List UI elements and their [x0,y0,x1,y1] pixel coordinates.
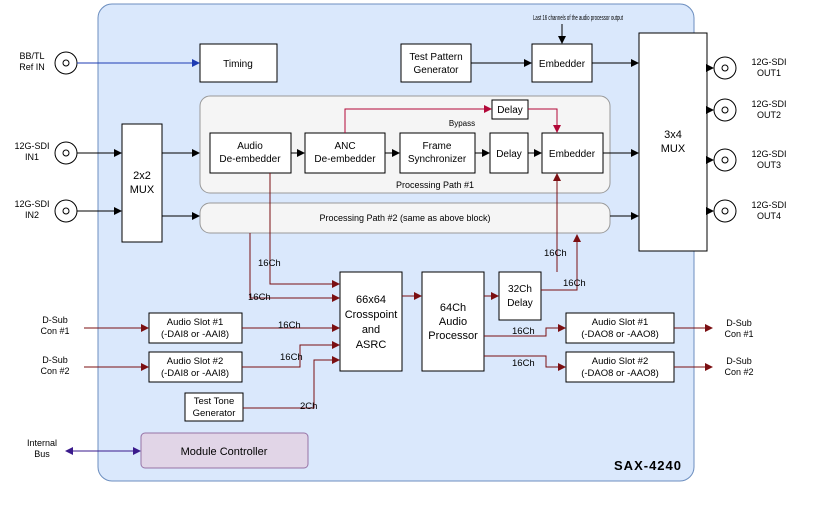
bnc-out2 [713,98,737,122]
channel-label-16ch-embed: 16Ch [544,248,567,259]
embedder-top-block: Embedder [531,43,593,83]
svg-text:Audio Slot #2(-DAO8 or -AAO8): Audio Slot #2(-DAO8 or -AAO8) [581,356,659,379]
processing-path-1-label: Processing Path #1 [396,180,474,190]
svg-text:Module Controller: Module Controller [181,446,268,458]
svg-text:Delay: Delay [497,105,523,116]
channel-label-2ch-tone: 2Ch [300,401,317,412]
svg-text:Timing: Timing [223,59,253,70]
audio-slot-out2-block: Audio Slot #2(-DAO8 or -AAO8) [565,351,675,383]
svg-text:Audio Slot #2(-DAI8 or -AAI8): Audio Slot #2(-DAI8 or -AAI8) [161,356,229,379]
delay-block: Delay [489,132,529,174]
svg-text:Embedder: Embedder [539,59,586,70]
device-title: SAX-4240 [614,458,682,473]
processing-path-2-label: Processing Path #2 (same as above block) [319,213,490,223]
channel-label-16ch-out1: 16Ch [512,326,535,337]
channel-label-16ch-path2: 16Ch [248,292,271,303]
audio-slot-out1-block: Audio Slot #1(-DAO8 or -AAO8) [565,312,675,344]
channel-label-16ch-delay: 16Ch [563,278,586,289]
video-connections [77,24,714,220]
module-controller-block: Module Controller [140,432,309,469]
channel-label-16ch-slot2: 16Ch [280,352,303,363]
bnc-in1 [54,141,78,165]
channel-label-16ch-deembed: 16Ch [258,258,281,269]
channel-label-16ch-slot1: 16Ch [278,320,301,331]
svg-text:Delay: Delay [496,149,522,160]
bnc-out1 [713,56,737,80]
audio-slot-in2-block: Audio Slot #2(-DAI8 or -AAI8) [148,351,243,383]
svg-text:Embedder: Embedder [549,149,596,160]
bnc-ref-in [54,51,78,75]
delay-bypass-block: Delay [491,99,529,120]
processing-path-2 [199,202,611,234]
embedder-note: Last 16 channels of the audio processor … [533,15,623,22]
bnc-out3 [713,148,737,172]
bypass-label: Bypass [449,119,475,128]
svg-text:Audio Slot #1(-DAO8 or -AAO8): Audio Slot #1(-DAO8 or -AAO8) [581,317,659,340]
embedder-path-block: Embedder [541,132,604,174]
audio-connections [84,173,713,409]
bnc-out4 [713,199,737,223]
bypass-connections [344,105,561,133]
audio-slot-in1-block: Audio Slot #1(-DAI8 or -AAI8) [148,312,243,344]
bnc-in2 [54,199,78,223]
timing-block: Timing [199,43,278,83]
svg-text:Audio Slot #1(-DAI8 or -AAI8): Audio Slot #1(-DAI8 or -AAI8) [161,317,229,340]
channel-label-16ch-out2: 16Ch [512,358,535,369]
